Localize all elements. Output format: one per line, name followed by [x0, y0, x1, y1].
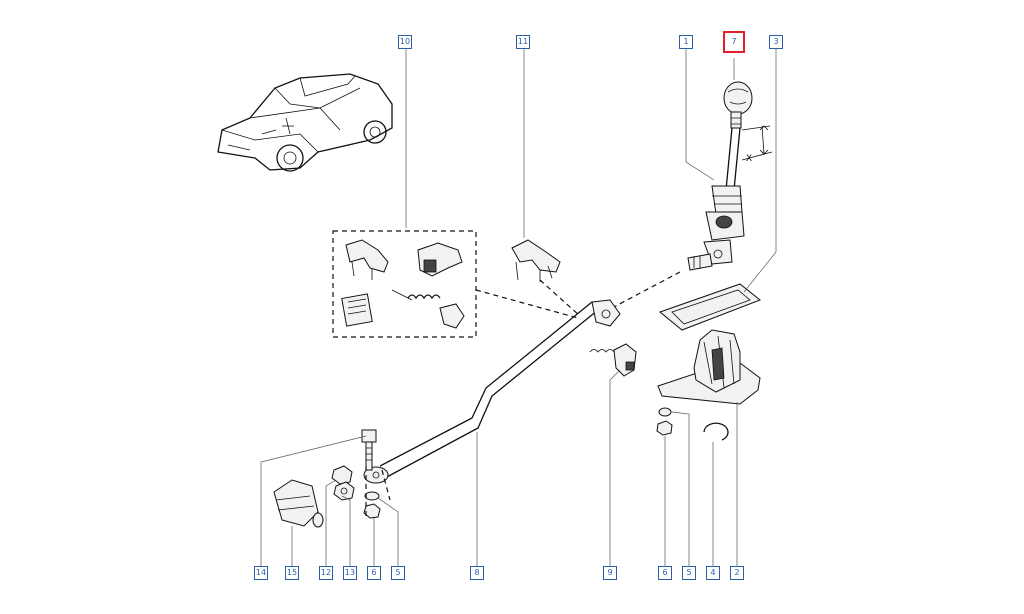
lever-housing-part-2 [657, 329, 761, 405]
callout-11[interactable]: 11 [516, 35, 530, 49]
callout-6-left[interactable]: 6 [367, 566, 381, 580]
leader-lines [260, 48, 777, 566]
fastener-group-left [331, 429, 391, 519]
selector-rod [363, 299, 621, 484]
gear-lever-assembly [687, 81, 773, 271]
callout-1[interactable]: 1 [679, 35, 693, 49]
callout-2[interactable]: 2 [730, 566, 744, 580]
callout-3-top[interactable]: 3 [769, 35, 783, 49]
callout-5-left[interactable]: 5 [391, 566, 405, 580]
rubber-boot-part-15 [273, 479, 324, 528]
callout-6-right[interactable]: 6 [658, 566, 672, 580]
callout-4[interactable]: 4 [706, 566, 720, 580]
callout-8[interactable]: 8 [470, 566, 484, 580]
dimension-x-label: X [746, 154, 752, 164]
callout-5-right[interactable]: 5 [682, 566, 696, 580]
bracket-part-11 [511, 239, 561, 282]
kit-contents [341, 239, 465, 329]
callout-9[interactable]: 9 [603, 566, 617, 580]
spring-link-part-9 [589, 343, 637, 377]
callout-13[interactable]: 13 [343, 566, 357, 580]
gasket-frame-part-3 [658, 283, 761, 331]
callout-12[interactable]: 12 [319, 566, 333, 580]
callout-14[interactable]: 14 [254, 566, 268, 580]
fasteners-right [656, 407, 729, 441]
callout-10[interactable]: 10 [398, 35, 412, 49]
car-illustration [217, 73, 393, 172]
kit-box-outline [332, 230, 477, 338]
callout-15[interactable]: 15 [285, 566, 299, 580]
callout-7-selected[interactable]: 7 [723, 31, 745, 53]
